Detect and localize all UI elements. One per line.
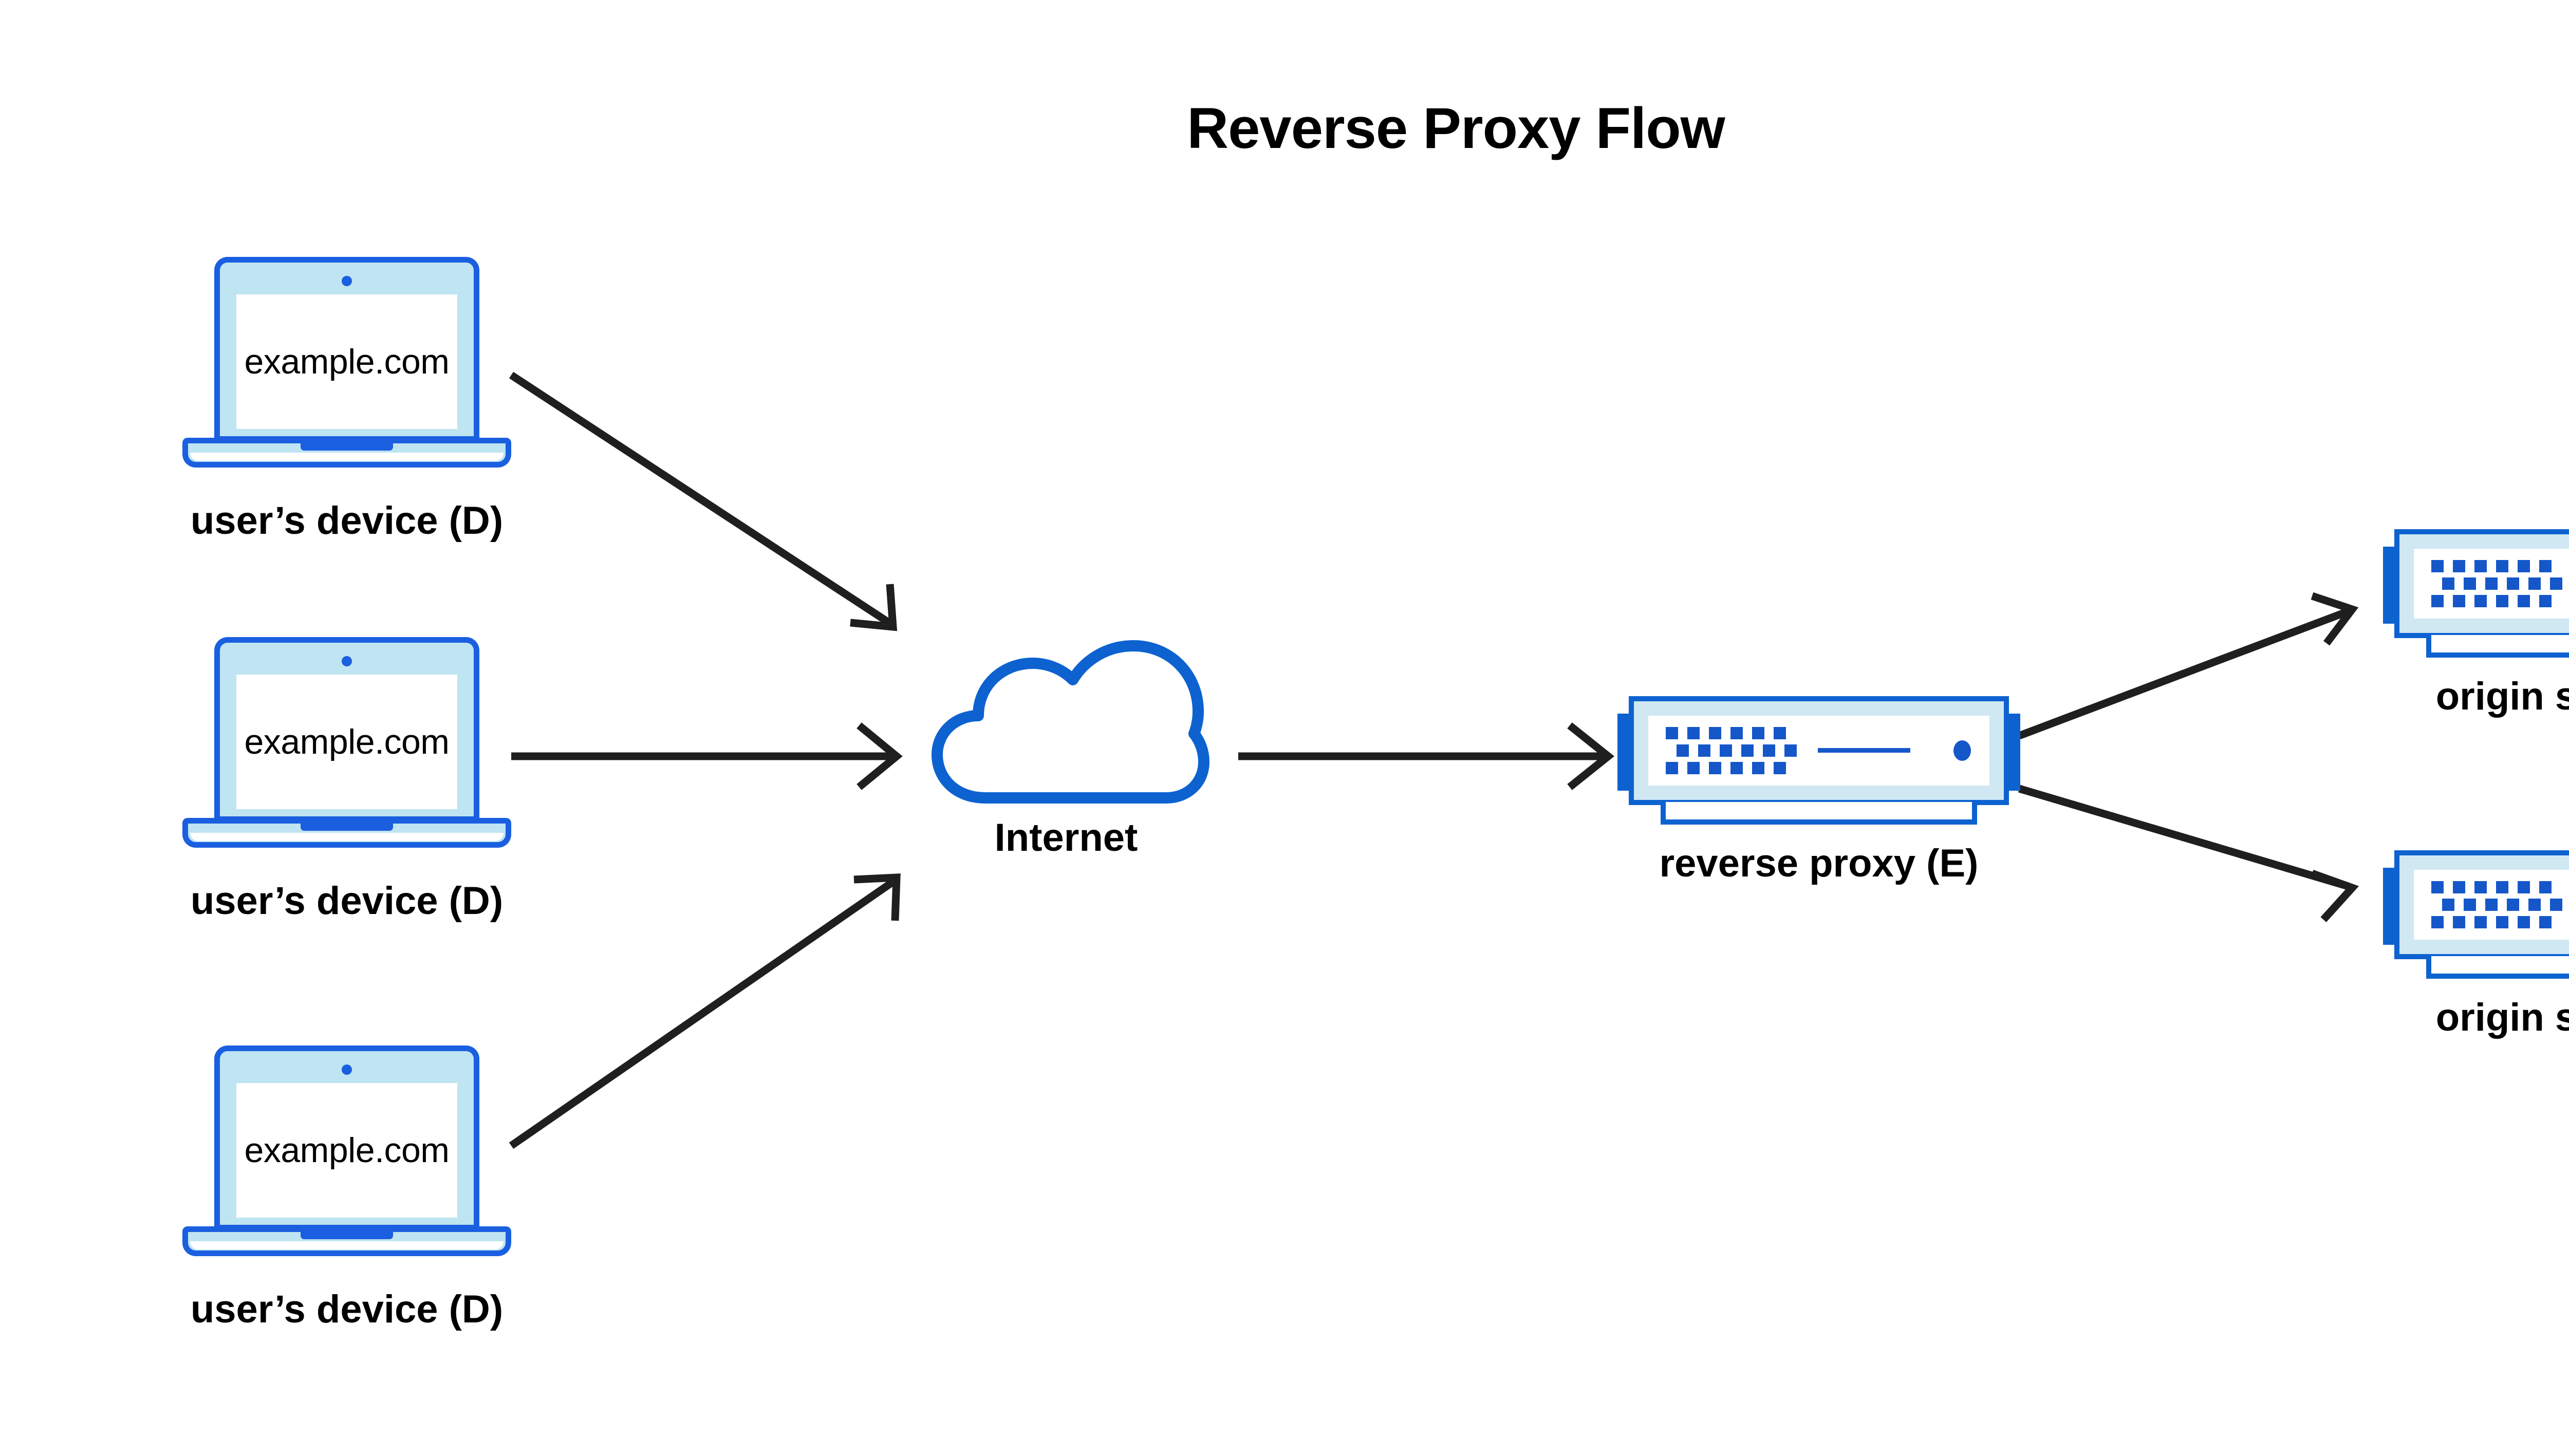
laptop-screen: example.com xyxy=(236,294,457,429)
screen-url-text: example.com xyxy=(244,1131,450,1170)
laptop-lid: example.com xyxy=(214,257,479,442)
laptop-base-inner xyxy=(190,453,504,461)
node-label-origin-server-2: origin server (F) xyxy=(2435,996,2569,1039)
node-user-device-2[interactable]: example.com user’s device (D) xyxy=(182,637,511,923)
laptop-lid: example.com xyxy=(214,1046,479,1230)
page-title: Reverse Proxy Flow xyxy=(1187,96,1725,160)
node-label-user-device-2: user’s device (D) xyxy=(190,879,504,923)
laptop-notch xyxy=(301,824,393,831)
server-chassis xyxy=(1629,696,2009,805)
node-user-device-3[interactable]: example.com user’s device (D) xyxy=(182,1046,511,1331)
laptop-base xyxy=(182,818,511,848)
node-origin-server-1[interactable]: origin server (F) xyxy=(2383,529,2569,718)
server-status-bar-icon xyxy=(1818,748,1910,753)
laptop-screen: example.com xyxy=(236,675,457,809)
server-front-panel xyxy=(1648,716,1989,786)
server-led-icon xyxy=(1953,740,1971,761)
server-chassis xyxy=(2394,529,2569,638)
edge-internet-proxy xyxy=(1238,722,1615,790)
laptop-notch xyxy=(301,1232,393,1239)
laptop-base xyxy=(182,1226,511,1256)
node-internet[interactable]: Internet xyxy=(925,634,1213,860)
cloud-icon xyxy=(932,640,1209,804)
server-shelf xyxy=(1661,802,1977,825)
server-front-panel xyxy=(2414,549,2569,619)
node-label-user-device-1: user’s device (D) xyxy=(190,499,504,543)
server-port-grid-icon xyxy=(2431,881,2562,928)
edge-device2-internet xyxy=(511,722,903,790)
laptop-base xyxy=(182,438,511,468)
node-label-user-device-3: user’s device (D) xyxy=(190,1287,504,1331)
webcam-icon xyxy=(342,276,352,286)
webcam-icon xyxy=(342,1065,352,1075)
edge-proxy-origin2 xyxy=(2018,785,2359,923)
server-shelf xyxy=(2426,956,2569,979)
server-chassis xyxy=(2394,850,2569,959)
server-shelf xyxy=(2426,635,2569,658)
node-label-reverse-proxy: reverse proxy (E) xyxy=(1659,842,1979,885)
node-label-origin-server-1: origin server (F) xyxy=(2435,675,2569,718)
laptop-base-inner xyxy=(190,833,504,841)
server-port-grid-icon xyxy=(2431,560,2562,607)
laptop-base-inner xyxy=(190,1241,504,1249)
screen-url-text: example.com xyxy=(244,722,450,761)
node-user-device-1[interactable]: example.com user’s device (D) xyxy=(182,257,511,543)
node-origin-server-2[interactable]: origin server (F) xyxy=(2383,850,2569,1039)
server-front-panel xyxy=(2414,870,2569,940)
laptop-notch xyxy=(301,443,393,451)
screen-url-text: example.com xyxy=(244,342,450,381)
laptop-lid: example.com xyxy=(214,637,479,822)
edge-proxy-origin1 xyxy=(2018,592,2359,740)
node-reverse-proxy[interactable]: reverse proxy (E) xyxy=(1617,696,2020,885)
server-port-grid-icon xyxy=(1666,727,1797,774)
webcam-icon xyxy=(342,656,352,666)
edge-device3-internet xyxy=(509,873,901,1149)
node-label-internet: Internet xyxy=(994,816,1138,860)
edge-device1-internet xyxy=(509,371,898,631)
laptop-screen: example.com xyxy=(236,1083,457,1218)
